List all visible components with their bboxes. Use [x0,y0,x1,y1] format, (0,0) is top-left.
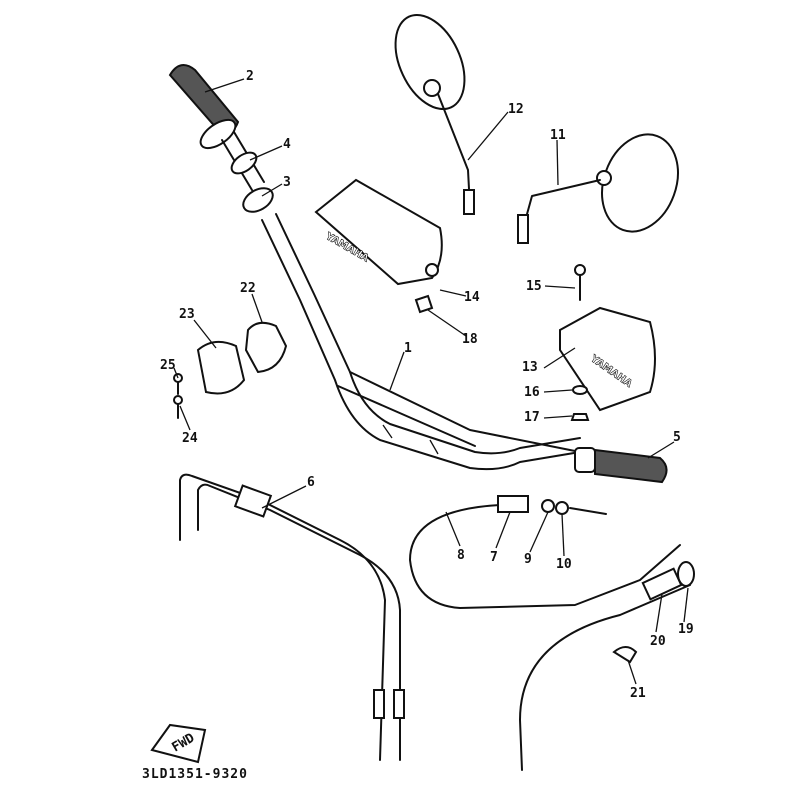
callout-15: 15 [526,279,542,294]
callout-7: 7 [490,550,498,565]
callout-3: 3 [283,175,291,190]
callout-16: 16 [524,385,540,400]
choke-cable [519,561,695,771]
leader-lines [173,78,689,685]
right-hand-guard: YAMAHA [559,264,656,421]
callout-10: 10 [556,557,572,572]
callout-1: 1 [404,341,412,356]
callout-21: 21 [630,686,646,701]
collar [230,151,258,175]
left-grip [168,64,265,191]
part-code: 3LD1351-9320 [142,767,248,782]
callout-4: 4 [283,137,291,152]
throttle-cables [179,473,405,761]
handlebar [261,213,581,471]
callout-24: 24 [182,431,198,446]
callout-19: 19 [678,622,694,637]
clutch-cable [409,495,681,609]
callout-2: 2 [246,69,254,84]
callout-labels: 1 2 3 4 5 6 7 8 9 10 11 12 13 14 15 16 1… [160,69,694,701]
callout-8: 8 [457,548,465,563]
callout-14: 14 [464,290,480,305]
fwd-arrow: FWD [150,723,207,764]
callout-22: 22 [240,281,256,296]
callout-5: 5 [673,430,681,445]
left-mirror [394,13,475,215]
holder [242,187,274,213]
callout-18: 18 [462,332,478,347]
callout-12: 12 [508,102,524,117]
callout-6: 6 [307,475,315,490]
left-hand-guard: YAMAHA [314,178,443,314]
callout-23: 23 [179,307,195,322]
callout-20: 20 [650,634,666,649]
callout-9: 9 [524,552,532,567]
callout-17: 17 [524,410,540,425]
callout-13: 13 [522,360,538,375]
callout-11: 11 [550,128,566,143]
handlebar-switch [173,321,288,419]
right-mirror [517,133,679,244]
right-grip [574,447,668,484]
callout-25: 25 [160,358,176,373]
